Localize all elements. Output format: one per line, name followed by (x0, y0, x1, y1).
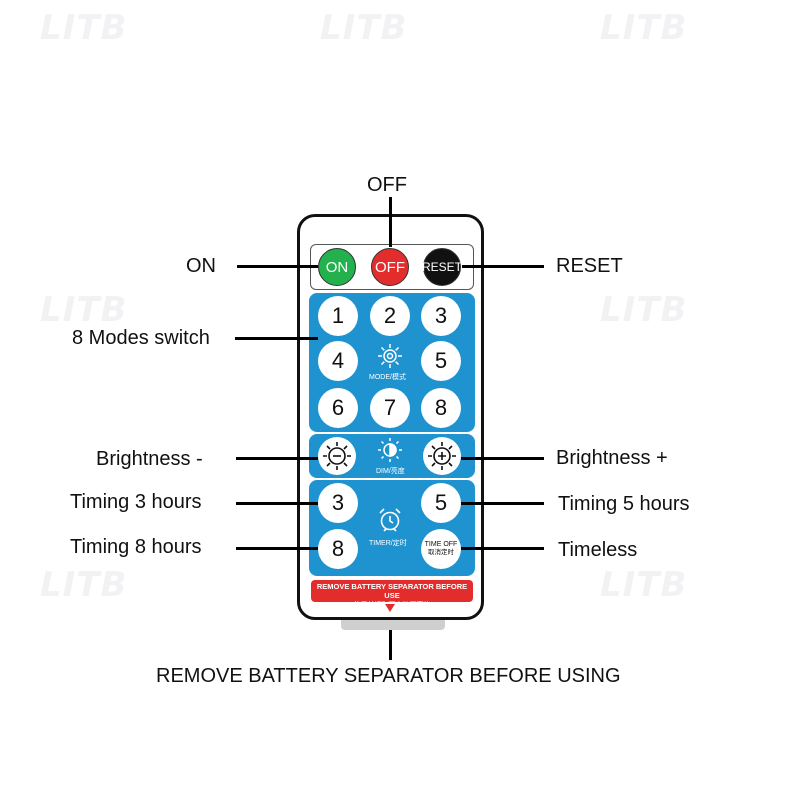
sun-minus-icon (323, 442, 351, 470)
timing3-leader-line (236, 502, 318, 505)
timer-off-button[interactable]: TIME OFF 取消定时 (421, 529, 461, 569)
timer-label: TIMER/定时 (369, 540, 407, 547)
callout-reset: RESET (556, 255, 623, 277)
dim-label: DIM/亮度 (376, 468, 405, 475)
callout-brightness-minus: Brightness - (96, 448, 203, 470)
modes-leader-line (235, 337, 318, 340)
callout-modes: 8 Modes switch (72, 327, 210, 349)
on-button[interactable]: ON (318, 248, 356, 286)
down-arrow-icon (385, 604, 395, 612)
reset-button[interactable]: RESET (422, 248, 462, 286)
timing5-leader-line (461, 502, 544, 505)
timing8-leader-line (236, 547, 318, 550)
off-button[interactable]: OFF (371, 248, 409, 286)
brightness-minus-button[interactable] (318, 437, 356, 475)
watermark: LITB (600, 8, 688, 48)
watermark: LITB (40, 565, 128, 605)
mode-button-7[interactable]: 7 (370, 388, 410, 428)
warning-text: REMOVE BATTERY SEPARATOR BEFORE USE (316, 582, 468, 600)
off-leader-line (389, 197, 392, 247)
watermark: LITB (600, 290, 688, 330)
callout-timing3: Timing 3 hours (70, 491, 202, 513)
mode-button-2[interactable]: 2 (370, 296, 410, 336)
remove-leader-line (389, 630, 392, 660)
callout-off: OFF (367, 174, 407, 196)
timer-5-button[interactable]: 5 (421, 483, 461, 523)
callout-timeless: Timeless (558, 539, 638, 561)
callout-on: ON (186, 255, 216, 277)
callout-brightness-plus: Brightness + (556, 447, 668, 469)
reset-leader-line (462, 265, 544, 268)
timer-off-label: TIME OFF (424, 541, 458, 548)
timeless-leader-line (461, 547, 544, 550)
mode-label: MODE/模式 (369, 374, 406, 381)
callout-timing5: Timing 5 hours (558, 493, 690, 515)
battery-warning-label: REMOVE BATTERY SEPARATOR BEFORE USE 使用前请… (311, 580, 473, 609)
alarm-clock-icon (379, 508, 401, 532)
mode-button-3[interactable]: 3 (421, 296, 461, 336)
mode-button-5[interactable]: 5 (421, 341, 461, 381)
brightness-plus-leader-line (461, 457, 544, 460)
callout-remove-separator: REMOVE BATTERY SEPARATOR BEFORE USING (156, 665, 621, 687)
watermark: LITB (40, 290, 128, 330)
mode-gear-icon (378, 344, 402, 368)
timer-off-label-cn: 取消定时 (428, 549, 454, 556)
brightness-plus-button[interactable] (423, 437, 461, 475)
battery-separator-tab[interactable] (341, 620, 445, 630)
watermark: LITB (320, 8, 408, 48)
dim-sun-icon (378, 438, 402, 462)
on-leader-line (237, 265, 318, 268)
watermark: LITB (600, 565, 688, 605)
sun-plus-icon (428, 442, 456, 470)
mode-button-8[interactable]: 8 (421, 388, 461, 428)
callout-timing8: Timing 8 hours (70, 536, 202, 558)
timer-3-button[interactable]: 3 (318, 483, 358, 523)
brightness-minus-leader-line (236, 457, 318, 460)
timer-8-button[interactable]: 8 (318, 529, 358, 569)
watermark: LITB (40, 8, 128, 48)
mode-button-1[interactable]: 1 (318, 296, 358, 336)
mode-button-6[interactable]: 6 (318, 388, 358, 428)
mode-button-4[interactable]: 4 (318, 341, 358, 381)
